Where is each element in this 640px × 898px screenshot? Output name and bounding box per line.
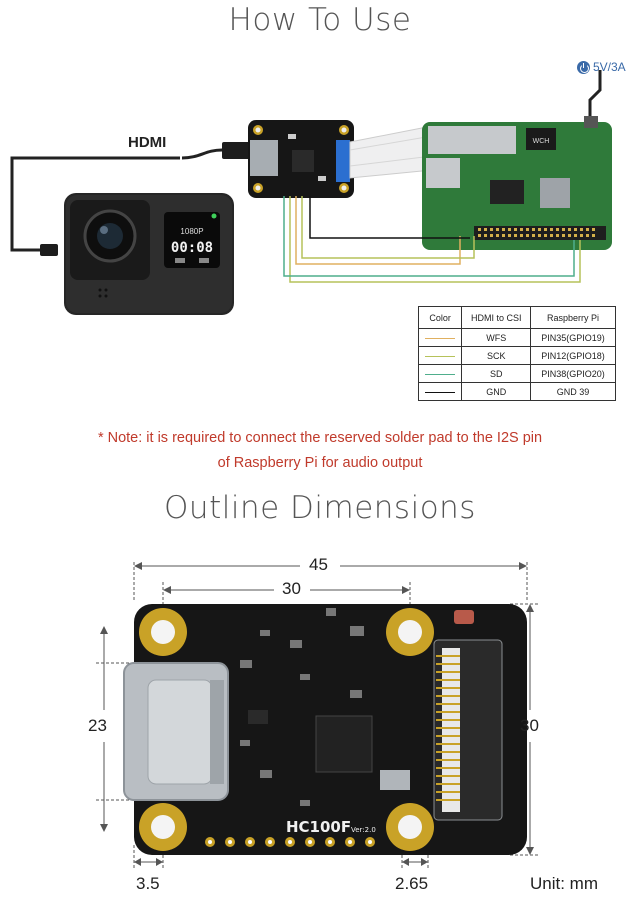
color-swatch-gnd xyxy=(425,391,456,393)
wire-wfs xyxy=(295,196,461,265)
dim-hole-offset-right: 2.65 xyxy=(395,874,429,893)
note-line-2: of Raspberry Pi for audio output xyxy=(217,455,423,471)
connection-table: Color HDMI to CSI Raspberry Pi WFS PIN35… xyxy=(417,306,616,401)
signal-cell: GND xyxy=(461,382,532,401)
audio-wires xyxy=(283,196,581,283)
wire-gnd xyxy=(309,196,470,239)
connection-table-header: Color HDMI to CSI Raspberry Pi xyxy=(417,306,616,329)
board-name-label: HC100F xyxy=(286,818,351,836)
wire-sck xyxy=(301,196,475,259)
audio-note: * Note: it is required to connect the re… xyxy=(40,426,600,476)
wire-sck-2 xyxy=(289,196,581,283)
rpi-chip-label: WCH xyxy=(533,138,550,145)
dimension-lines xyxy=(96,562,540,870)
board-version-label: Ver:2.0 xyxy=(351,826,376,834)
adapter-board-small xyxy=(248,120,354,198)
dim-board-height: 30 xyxy=(520,716,539,735)
color-swatch-wfs xyxy=(425,337,456,339)
hdmi-label: HDMI xyxy=(128,134,167,151)
pin-cell: GND 39 xyxy=(530,382,616,401)
note-line-1: * Note: it is required to connect the re… xyxy=(97,430,543,446)
outline-dimensions-title: Outline Dimensions xyxy=(164,490,476,526)
table-row: GND GND 39 xyxy=(417,382,616,401)
dim-hole-offset-left: 3.5 xyxy=(136,874,160,893)
wire-sd xyxy=(283,196,575,277)
dim-overall-width: 45 xyxy=(309,555,328,574)
dim-hole-spacing: 30 xyxy=(282,579,301,598)
unit-label: Unit: mm xyxy=(530,874,598,893)
action-camera: 1080P 00:08 xyxy=(64,193,234,315)
how-to-use-title: How To Use xyxy=(228,2,412,38)
color-swatch-sck xyxy=(425,355,456,357)
adapter-board-large: HC100F Ver:2.0 xyxy=(123,604,527,855)
raspberry-pi-board: WCH xyxy=(422,70,612,250)
camera-screen-line2: 00:08 xyxy=(171,240,213,256)
dim-hdmi-height: 23 xyxy=(88,716,107,735)
camera-screen-line1: 1080P xyxy=(180,227,203,236)
power-icon xyxy=(577,60,590,74)
color-swatch-sd xyxy=(425,373,456,375)
table-row: SD PIN38(GPIO20) xyxy=(417,364,616,383)
